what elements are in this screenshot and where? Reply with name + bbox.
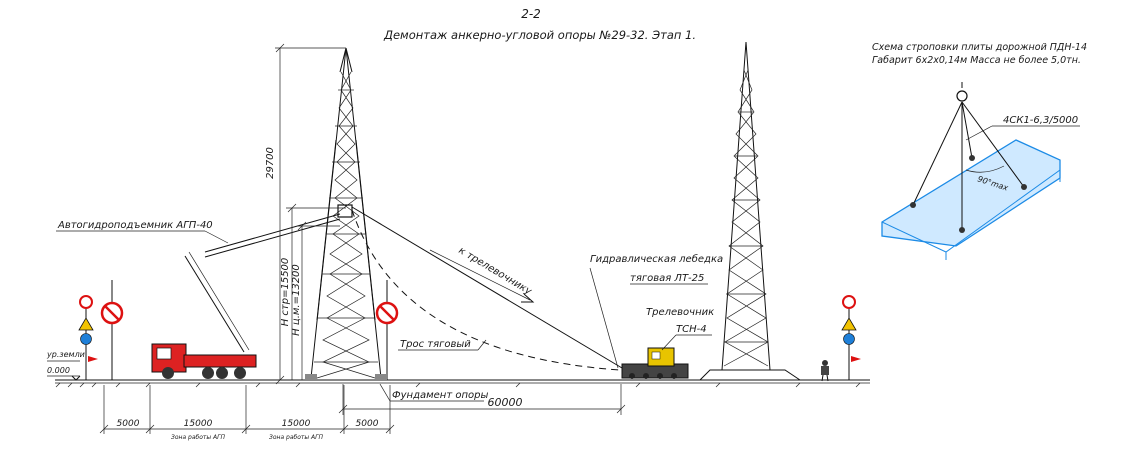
helmet-required-icon [80,333,92,345]
span-dim-value: 60000 [488,396,523,409]
helmet-required-icon [843,333,855,345]
left-tower [305,47,387,380]
dim-d4: 5000 [356,419,379,429]
zone-label-2: Зона работы АГП [269,434,323,441]
crane-hook-icon [956,90,968,102]
pull-rope [351,206,623,371]
no-entry-icon [79,295,93,309]
sling-label: 4СК1-6,3/5000 [1003,115,1078,126]
red-flag-icon [851,356,861,362]
dim-d1: 5000 [117,419,140,429]
worker-figure [821,360,829,382]
no-entry-icon [842,295,856,309]
tractor-label-line2: ТСН-4 [676,324,707,335]
warning-signs-right [841,295,861,380]
no-stopping-sign-right [375,280,399,380]
sling-title-line1: Схема строповки плиты дорожной ПДН-14 [872,42,1087,53]
warning-triangle-icon [841,317,857,331]
drawing-title: Демонтаж анкерно-угловой опоры №29-32. Э… [383,28,696,42]
h-cm-dim: Н ц.м.=13200 [291,264,302,336]
truck-chassis [183,354,257,368]
dim-d3: 15000 [282,419,311,429]
road-slab [881,139,1061,260]
height-dimensions [275,43,346,385]
ground-line [55,379,870,388]
span-dimension [338,384,626,415]
winch-label-line1: Гидравлическая лебедка [590,253,723,265]
bottom-dimension-chain [99,385,395,434]
h-str-dim: Н стр=15500 [280,258,291,327]
right-tower [699,41,801,381]
lift-label: Автогидроподъемник АГП-40 [57,220,213,231]
winch-label-line2: тяговая ЛТ-25 [630,273,704,284]
tractor-label-line1: Трелевочник [646,307,714,318]
rope-label: Трос тяговый [400,339,471,350]
sling-title-line2: Габарит 6х2х0,14м Масса не более 5,0тн. [872,55,1081,66]
sling-ropes [910,82,1027,233]
ground-level-marker: ур.земли 0.000 [46,350,85,381]
ground-level-value: 0.000 [47,366,70,375]
dim-d2: 15000 [184,419,213,429]
height-total-dim: 29700 [265,147,276,179]
red-flag-icon [88,356,98,362]
zone-label-1: Зона работы АГП [171,434,225,441]
no-stopping-sign-left [100,280,124,380]
to-tractor-label: к трелевочнику [456,245,534,298]
warning-triangle-icon [78,317,94,331]
warning-signs-left [78,295,98,380]
aerial-lift-truck [151,204,353,379]
section-mark: 2-2 [521,7,541,21]
foundation-label: Фундамент опоры [392,390,488,401]
ground-level-label: ур.земли [46,350,85,359]
tractor-winch [621,347,689,379]
